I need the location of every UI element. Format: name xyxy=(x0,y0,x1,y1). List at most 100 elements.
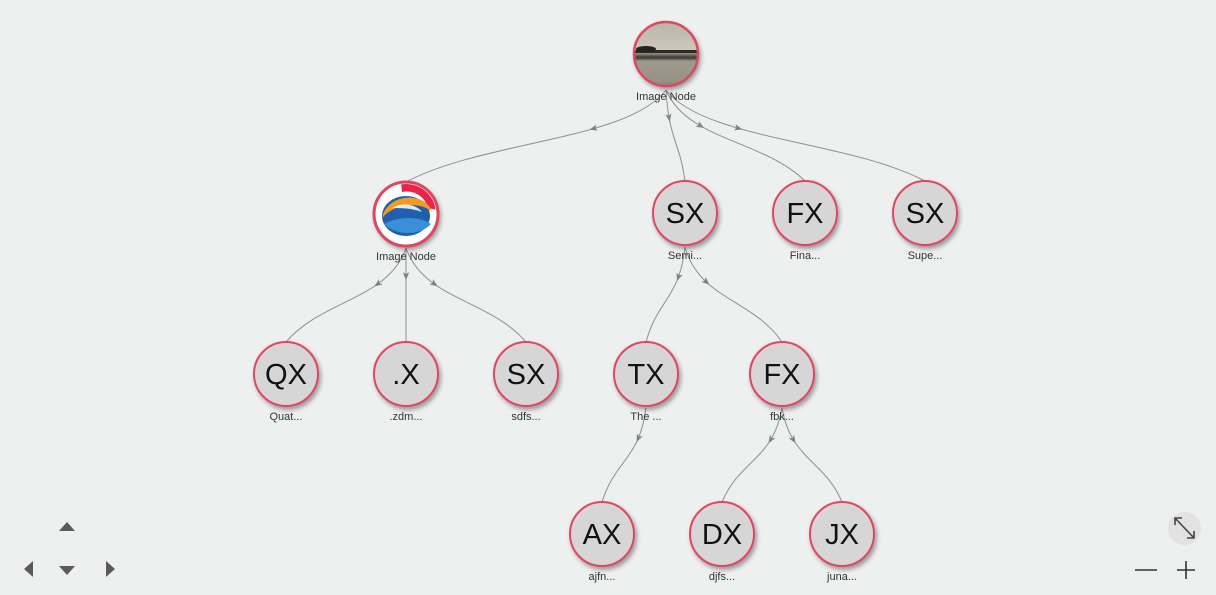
edge-arrow-icon xyxy=(402,272,410,281)
node-abbreviation: QX xyxy=(265,359,307,391)
graph-edge[interactable] xyxy=(405,247,527,343)
node-circle xyxy=(569,501,635,567)
node-label: ajfn... xyxy=(589,571,616,583)
graph-edge[interactable] xyxy=(665,89,926,182)
node-label: fbk... xyxy=(770,411,794,423)
edge-path xyxy=(601,407,647,503)
text-node[interactable]: .X .zdm... xyxy=(373,341,439,423)
graph-edge[interactable] xyxy=(601,407,647,503)
node-circle xyxy=(892,180,958,246)
arrow-right-icon[interactable] xyxy=(106,561,115,577)
node-label: Image Node xyxy=(376,251,436,263)
edge-arrow-icon xyxy=(374,279,383,287)
node-circle xyxy=(772,180,838,246)
graph-edge[interactable] xyxy=(781,407,843,503)
graph-edge[interactable] xyxy=(665,89,806,182)
arrow-left-icon[interactable] xyxy=(24,561,33,577)
edge-arrow-icon xyxy=(636,433,643,443)
node-abbreviation: SX xyxy=(906,198,945,230)
edge-arrow-icon xyxy=(733,124,743,131)
fit-view-button[interactable] xyxy=(1168,512,1201,545)
node-circle xyxy=(373,341,439,407)
node-circle xyxy=(809,501,875,567)
edges-layer xyxy=(285,89,926,503)
minus-icon xyxy=(1135,569,1157,571)
edge-arrow-icon xyxy=(665,113,672,122)
edge-path xyxy=(721,407,783,503)
zoom-in-button[interactable] xyxy=(1173,558,1199,580)
arrow-down-icon[interactable] xyxy=(59,566,75,575)
node-abbreviation: TX xyxy=(627,359,664,391)
node-label: Fina... xyxy=(790,250,821,262)
zoom-out-button[interactable] xyxy=(1133,558,1159,580)
node-label: djfs... xyxy=(709,571,735,583)
node-label: Quat... xyxy=(269,411,302,423)
text-node[interactable]: SX Semi... xyxy=(652,180,718,262)
edge-path xyxy=(405,89,667,183)
graph-edge[interactable] xyxy=(402,248,410,342)
graph-edge[interactable] xyxy=(285,247,407,343)
arrow-up-icon[interactable] xyxy=(59,522,75,531)
node-circle xyxy=(749,341,815,407)
text-node[interactable]: AX ajfn... xyxy=(569,501,635,583)
edge-path xyxy=(405,247,527,343)
edge-path xyxy=(665,89,926,182)
expand-icon xyxy=(1174,517,1195,539)
node-abbreviation: SX xyxy=(666,198,705,230)
node-abbreviation: JX xyxy=(825,519,859,551)
text-node[interactable]: FX Fina... xyxy=(772,180,838,262)
node-circle xyxy=(652,180,718,246)
node-label: The ... xyxy=(630,411,661,423)
image-node[interactable]: Image Node xyxy=(632,20,700,103)
edge-path xyxy=(645,246,686,343)
node-abbreviation: DX xyxy=(702,519,742,551)
edge-path xyxy=(665,89,806,182)
graph-edge[interactable] xyxy=(721,407,783,503)
edge-arrow-icon xyxy=(589,124,599,131)
node-label: .zdm... xyxy=(389,411,422,423)
text-node[interactable]: DX djfs... xyxy=(689,501,755,583)
text-node[interactable]: JX juna... xyxy=(809,501,875,583)
globe-logo-icon xyxy=(376,184,436,244)
node-abbreviation: FX xyxy=(763,359,800,391)
node-label: Image Node xyxy=(636,91,696,103)
edge-path xyxy=(665,89,686,182)
node-label: sdfs... xyxy=(511,411,540,423)
edge-arrow-icon xyxy=(676,272,683,282)
text-node[interactable]: SX Supe... xyxy=(892,180,958,262)
text-node[interactable]: FX fbk... xyxy=(749,341,815,423)
graph-edge[interactable] xyxy=(684,246,783,343)
plus-icon xyxy=(1177,561,1195,579)
edge-arrow-icon xyxy=(695,121,705,128)
node-abbreviation: .X xyxy=(392,359,419,391)
node-label: Supe... xyxy=(908,250,943,262)
node-abbreviation: FX xyxy=(786,198,823,230)
edge-path xyxy=(684,246,783,343)
graph-edge[interactable] xyxy=(665,89,686,182)
node-border xyxy=(372,180,440,248)
edge-arrow-icon xyxy=(429,279,438,287)
edge-arrow-icon xyxy=(788,434,796,444)
node-circle xyxy=(689,501,755,567)
graph-edge[interactable] xyxy=(645,246,686,343)
edge-path xyxy=(781,407,843,503)
node-circle xyxy=(613,341,679,407)
node-circle xyxy=(253,341,319,407)
node-abbreviation: AX xyxy=(583,519,622,551)
text-node[interactable]: TX The ... xyxy=(613,341,679,423)
text-node[interactable]: SX sdfs... xyxy=(493,341,559,423)
node-circle xyxy=(493,341,559,407)
lake-landscape-icon xyxy=(635,23,697,85)
node-border xyxy=(632,20,700,88)
edge-path xyxy=(285,247,407,343)
edge-arrow-icon xyxy=(768,434,776,444)
graph-edge[interactable] xyxy=(405,89,667,183)
image-node[interactable]: Image Node xyxy=(372,180,440,263)
node-label: Semi... xyxy=(668,250,702,262)
edge-arrow-icon xyxy=(701,276,710,285)
node-label: juna... xyxy=(826,571,857,583)
text-node[interactable]: QX Quat... xyxy=(253,341,319,423)
node-abbreviation: SX xyxy=(507,359,546,391)
